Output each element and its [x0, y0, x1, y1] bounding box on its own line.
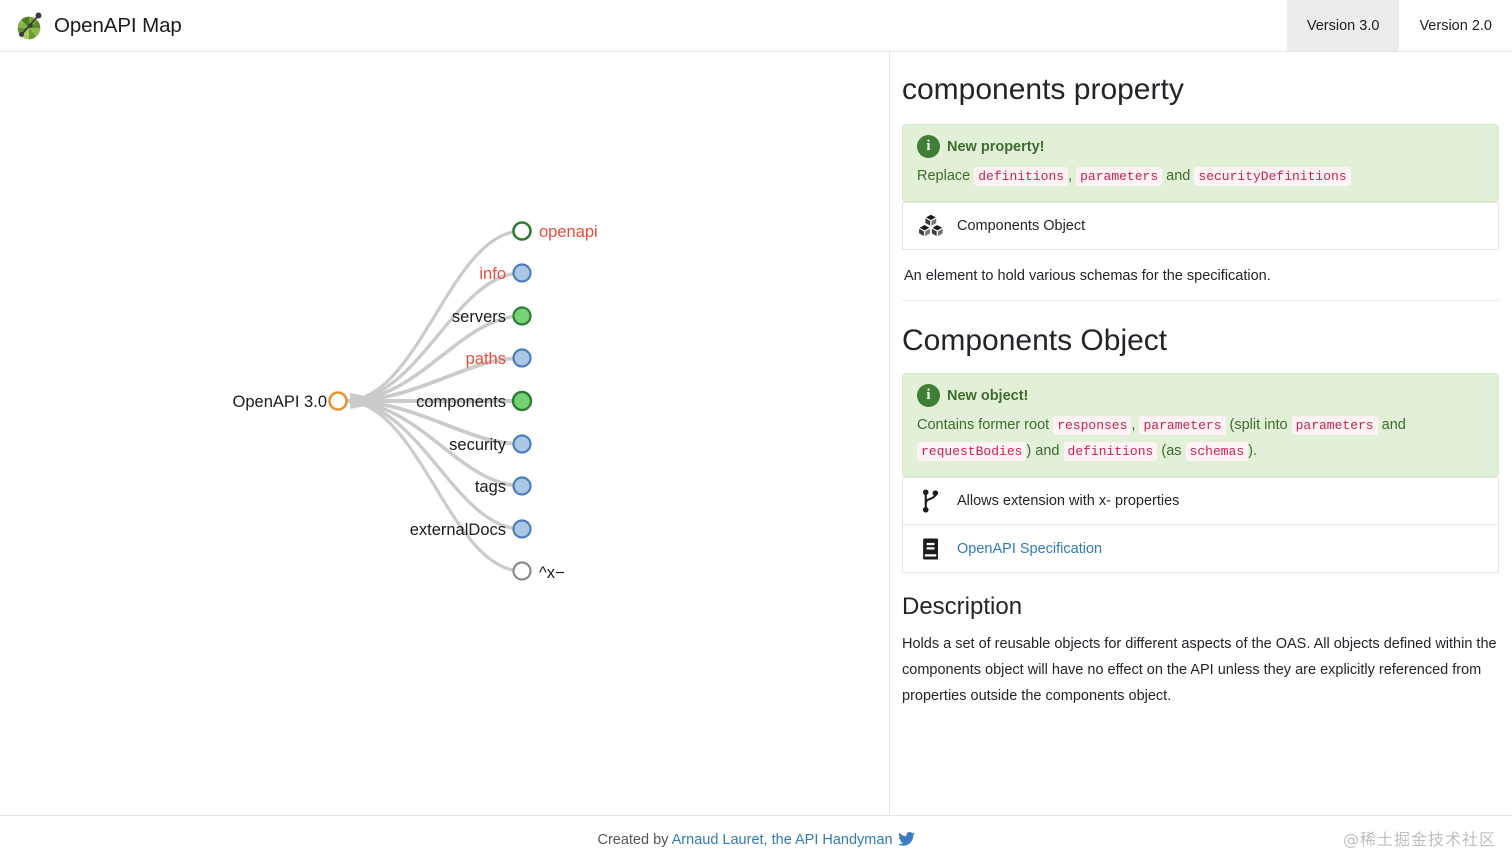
git-branch-icon — [922, 489, 939, 513]
tree-node-security[interactable]: security — [449, 434, 532, 455]
new-property-note-body: Replace definitions, parameters and secu… — [917, 164, 1484, 189]
content-area: OpenAPI 3.0 openapi info servers — [0, 52, 1512, 815]
brand[interactable]: OpenAPI Map — [0, 0, 182, 51]
tree-node-extension[interactable]: ^x− — [512, 561, 565, 583]
description-text: Holds a set of reusable objects for diff… — [902, 635, 1497, 704]
code-parameters: parameters — [1076, 167, 1163, 186]
new-object-note: i New object! Contains former root respo… — [902, 373, 1499, 478]
tree-node-externaldocs-label: externalDocs — [410, 521, 506, 539]
note-text: , — [1131, 417, 1140, 434]
tree-node-tags-label: tags — [475, 478, 506, 496]
note-text: (as — [1157, 442, 1186, 459]
note-text: ). — [1248, 442, 1258, 459]
page-title: components property — [902, 73, 1184, 106]
tree-node-root-label: OpenAPI 3.0 — [233, 393, 327, 411]
new-object-note-body: Contains former root responses, paramete… — [917, 413, 1484, 464]
new-property-note-head: i New property! — [917, 135, 1484, 158]
footer: Created by Arnaud Lauret, the API Handym… — [0, 815, 1512, 863]
tree-node-info[interactable]: info — [479, 263, 532, 284]
tree-node-externaldocs-circle[interactable] — [512, 519, 532, 539]
info-circle-icon: i — [917, 135, 940, 158]
code-parameters: parameters — [1139, 416, 1226, 436]
tree-node-extension-label: ^x− — [539, 564, 565, 582]
tree-node-components[interactable]: components — [416, 390, 533, 412]
note-text: Contains former root — [917, 417, 1054, 434]
object-section-title: Components Object — [902, 324, 1168, 358]
tree-node-components-label: components — [416, 393, 506, 411]
code-securitydefinitions: securityDefinitions — [1194, 167, 1351, 186]
new-property-note-heading: New property! — [947, 138, 1045, 155]
tab-version-2[interactable]: Version 2.0 — [1419, 17, 1492, 34]
tree-node-paths-circle[interactable] — [512, 348, 532, 368]
top-navbar: OpenAPI Map Version 3.0 Version 2.0 — [0, 0, 1512, 52]
tree-node-components-circle[interactable] — [511, 390, 533, 412]
description-title: Description — [902, 593, 1023, 621]
tree-node-extension-circle[interactable] — [512, 561, 532, 581]
code-responses: responses — [1053, 416, 1132, 436]
info-circle-icon: i — [917, 384, 940, 408]
note-text: and — [1162, 168, 1195, 184]
tree-node-root[interactable]: OpenAPI 3.0 — [233, 391, 348, 412]
list-item-allows-extension[interactable]: Allows extension with x- properties — [902, 477, 1499, 526]
list-item-openapi-specification[interactable]: OpenAPI Specification — [902, 525, 1499, 574]
watermark: @稀土掘金技术社区 — [1342, 830, 1496, 849]
code-definitions: definitions — [974, 167, 1069, 186]
code-requestbodies: requestBodies — [917, 441, 1027, 461]
note-text: Replace — [917, 168, 975, 184]
tree-node-openapi-label: openapi — [539, 223, 598, 241]
tree-node-root-circle[interactable] — [328, 391, 348, 411]
tree-node-info-circle[interactable] — [512, 263, 532, 283]
tree-node-security-circle[interactable] — [512, 434, 532, 454]
tree-node-openapi-circle[interactable] — [512, 221, 532, 241]
tree-node-paths[interactable]: paths — [466, 348, 532, 369]
brand-title: OpenAPI Map — [54, 13, 182, 37]
cubes-icon — [919, 215, 943, 237]
note-text: , — [1068, 168, 1077, 184]
tree-node-servers[interactable]: servers — [452, 306, 532, 327]
map-pane[interactable]: OpenAPI 3.0 openapi info servers — [0, 52, 890, 815]
twitter-bird-icon[interactable] — [897, 831, 915, 846]
tree-links — [343, 229, 524, 573]
footer-credit: Created by Arnaud Lauret, the API Handym… — [597, 831, 915, 848]
tree-node-servers-label: servers — [452, 308, 506, 326]
property-description: An element to hold various schemas for t… — [902, 250, 1499, 302]
detail-pane: components property i New property! Repl… — [890, 52, 1511, 815]
version-tabs: Version 3.0 Version 2.0 — [1286, 0, 1512, 51]
tree-node-servers-circle[interactable] — [512, 306, 532, 326]
tree-node-paths-label: paths — [466, 350, 506, 368]
list-item-link[interactable]: OpenAPI Specification — [957, 540, 1103, 557]
tree-node-openapi[interactable]: openapi — [512, 221, 598, 242]
note-text: and — [1377, 417, 1406, 434]
note-text: (split into — [1225, 417, 1292, 434]
object-list-group: Allows extension with x- properties Open… — [902, 477, 1499, 574]
tab-version-3[interactable]: Version 3.0 — [1286, 0, 1400, 51]
tree-node-tags[interactable]: tags — [475, 476, 532, 497]
tree-node-security-label: security — [449, 436, 507, 454]
list-item-label: Components Object — [957, 218, 1086, 235]
code-parameters-2: parameters — [1291, 416, 1378, 436]
openapi-map-logo-icon — [16, 12, 42, 41]
new-property-note: i New property! Replace definitions, par… — [902, 124, 1499, 203]
list-item-label: Allows extension with x- properties — [957, 493, 1180, 510]
footer-prefix: Created by — [597, 831, 672, 848]
tree-node-info-label: info — [479, 265, 506, 283]
book-icon — [923, 538, 938, 560]
tree-node-externaldocs[interactable]: externalDocs — [410, 519, 532, 540]
tree-node-tags-circle[interactable] — [512, 476, 532, 496]
footer-author-link[interactable]: Arnaud Lauret, the API Handyman — [671, 831, 893, 848]
new-object-note-head: i New object! — [917, 384, 1484, 408]
code-schemas: schemas — [1185, 441, 1249, 461]
property-list-group: Components Object — [902, 202, 1499, 251]
list-item-components-object[interactable]: Components Object — [902, 202, 1499, 251]
note-text: ) and — [1026, 442, 1064, 459]
openapi-tree-graph[interactable]: OpenAPI 3.0 openapi info servers — [0, 52, 890, 815]
new-object-note-heading: New object! — [947, 387, 1029, 404]
code-definitions-2: definitions — [1063, 441, 1158, 461]
